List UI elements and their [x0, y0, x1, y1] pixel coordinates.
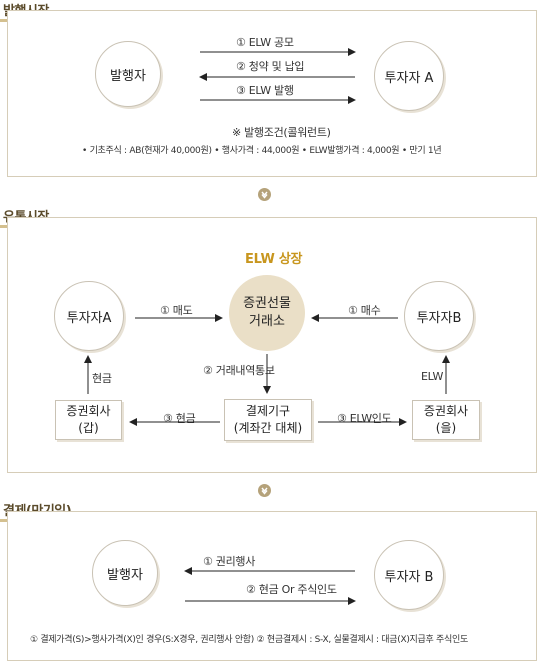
- exercise-right-label: ① 권리행사: [203, 555, 256, 568]
- issue-conditions: • 기초주식 : AB(현재가 40,000원) • 행사가격 : 44,000…: [82, 146, 442, 156]
- issue-market-panel: [7, 10, 537, 177]
- broker-a-line1: 증권회사: [66, 404, 111, 418]
- settlement-footnote: ① 결제가격(S)>행사가격(X)인 경우(S:X경우, 권리행사 안함) ② …: [30, 635, 468, 645]
- clearing-line1: 결제기구: [245, 404, 291, 418]
- investor-b-trading-node: 투자자B: [404, 281, 474, 351]
- delivery-label: ② 현금 Or 주식인도: [246, 583, 337, 596]
- step-elw-issue: ③ ELW 발행: [236, 84, 294, 97]
- broker-b-node: 증권회사 (을): [412, 400, 480, 440]
- sell-label: ① 매도: [160, 304, 193, 317]
- exchange-line2: 거래소: [249, 314, 285, 329]
- issuer-settlement-node: 발행자: [92, 540, 158, 606]
- broker-b-line2: (을): [435, 421, 457, 435]
- cash-up-label: 현금: [92, 372, 112, 385]
- trade-notify-label: ② 거래내역통보: [203, 364, 275, 377]
- broker-a-line2: (갑): [78, 421, 99, 435]
- broker-b-line1: 증권회사: [423, 404, 469, 418]
- elw-up-label: ELW: [421, 370, 444, 383]
- step-elw-offering: ① ELW 공모: [236, 36, 294, 49]
- investor-a-trading-node: 투자자A: [54, 281, 124, 351]
- elw-listing-label: ELW 상장: [245, 252, 303, 267]
- down-arrow-icon: [258, 188, 271, 201]
- issuer-node: 발행자: [95, 41, 161, 107]
- down-arrow-icon: [258, 484, 271, 497]
- buy-label: ① 매수: [348, 304, 381, 317]
- step-subscription: ② 청약 및 납입: [236, 60, 305, 73]
- exchange-node: 증권선물 거래소: [229, 275, 305, 351]
- clearing-line2: (계좌간 대체): [233, 421, 303, 435]
- issue-conditions-title: ※ 발행조건(콜워런트): [232, 126, 331, 139]
- investor-a-node: 투자자 A: [374, 41, 444, 111]
- broker-a-node: 증권회사 (갑): [55, 400, 122, 440]
- exchange-line1: 증권선물: [243, 296, 291, 311]
- clearing-node: 결제기구 (계좌간 대체): [224, 399, 312, 441]
- investor-b-settlement-node: 투자자 B: [374, 540, 444, 610]
